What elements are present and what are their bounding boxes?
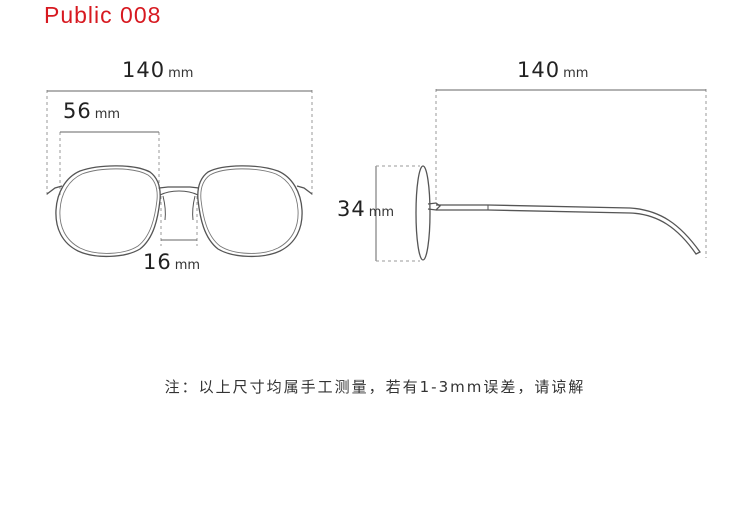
bridge <box>158 186 200 189</box>
lens-side <box>415 165 431 261</box>
left-lens-inner <box>59 168 158 254</box>
bridge-width-unit: mm <box>174 258 201 273</box>
lens-height-value: 34 <box>337 197 366 221</box>
lens-width-value: 56 <box>63 99 92 123</box>
left-lens-outer <box>55 165 161 258</box>
lens-width-unit: mm <box>94 107 121 122</box>
total-width-unit: mm <box>168 66 194 81</box>
temple-arm <box>436 204 701 255</box>
front-view <box>46 90 313 258</box>
temple-length-unit: mm <box>563 66 589 81</box>
bridge-width-value: 16 <box>143 250 172 274</box>
side-view <box>375 89 707 262</box>
temple-stub-right <box>296 185 313 195</box>
nose-pad-left <box>162 195 166 221</box>
temple-stub-left <box>46 185 63 195</box>
measurement-note: 注：以上尺寸均属手工测量，若有1-3mm误差，请谅解 <box>164 378 586 396</box>
right-lens-outer <box>197 165 303 258</box>
hinge <box>427 202 441 211</box>
temple-length-value: 140 <box>517 58 561 82</box>
bridge-lower <box>159 190 199 196</box>
lens-height-unit: mm <box>368 205 395 220</box>
product-title: Public 008 <box>44 2 162 28</box>
right-lens-inner <box>200 168 299 254</box>
total-width-value: 140 <box>122 58 166 82</box>
nose-pad-right <box>192 195 196 221</box>
